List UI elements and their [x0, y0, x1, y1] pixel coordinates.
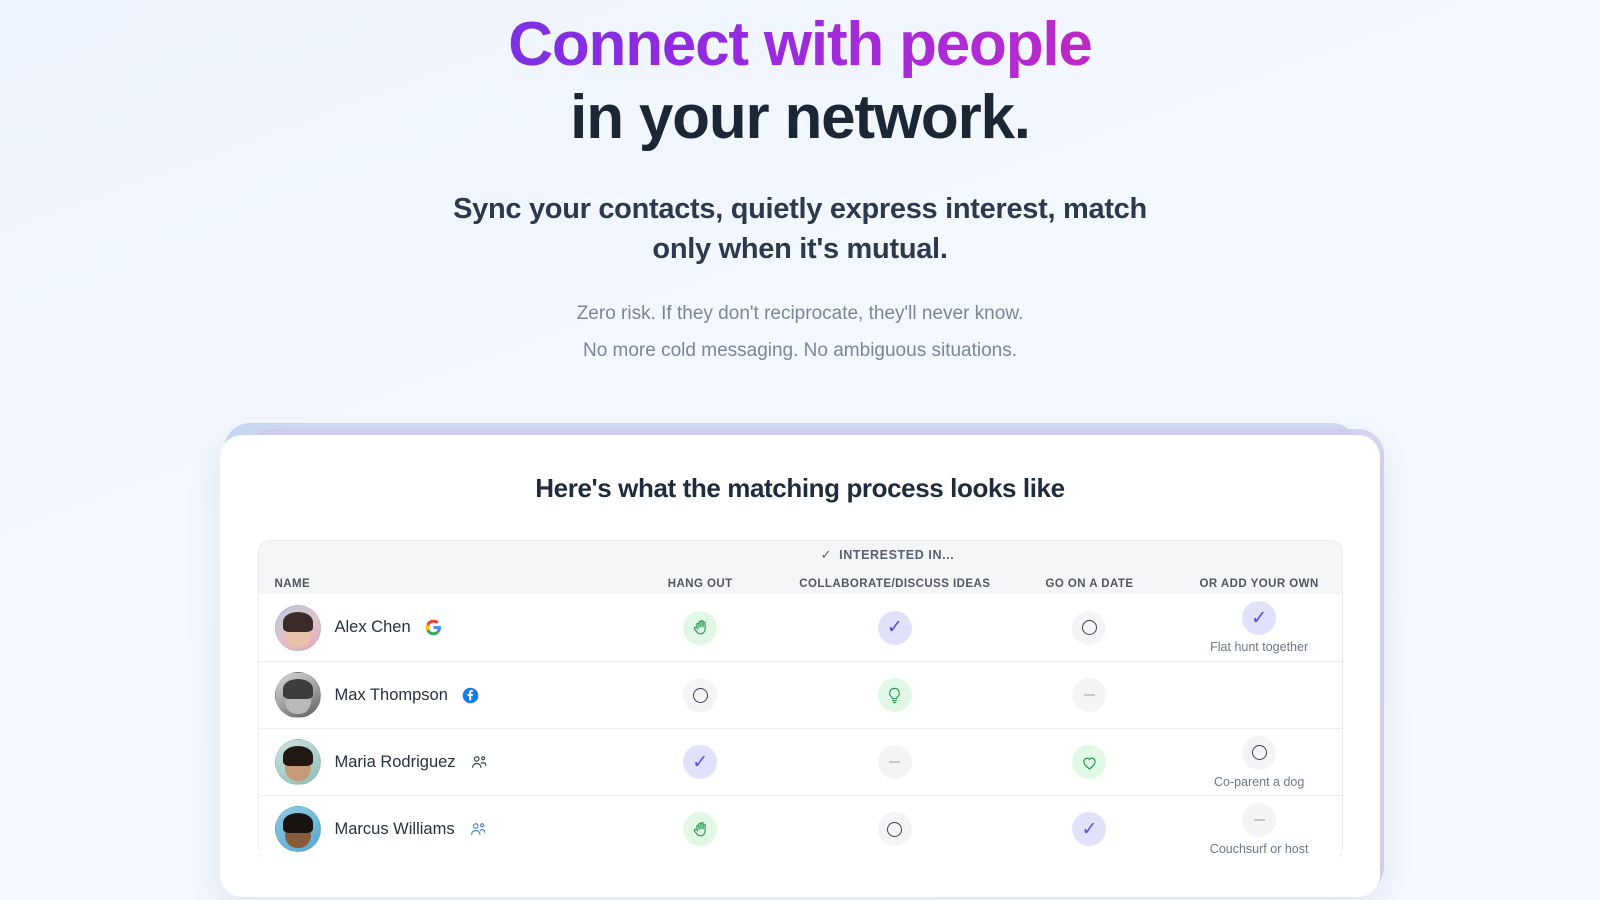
headline-dark-line: in your network. [570, 83, 1031, 153]
check-glyph: ✓ [886, 617, 903, 639]
subheadline-line-2: only when it's mutual. [652, 232, 948, 265]
avatar [274, 672, 321, 719]
go-on-a-date-cell[interactable] [1002, 610, 1177, 645]
collaborate-cell[interactable] [788, 812, 1003, 847]
go-on-a-date-cell[interactable]: ✓ [1002, 812, 1177, 847]
avatar-hair [282, 746, 313, 767]
avatar-hair [282, 813, 313, 834]
add-your-own-cell[interactable]: Co-parent a dog [1177, 735, 1342, 789]
matching-preview-card-stack: Here's what the matching process looks l… [220, 423, 1384, 898]
table-row[interactable]: Max Thompson [258, 661, 1342, 729]
subheadline: Sync your contacts, quietly express inte… [0, 190, 1600, 269]
headline-gradient-line: Connect with people [0, 8, 1600, 81]
empty-marker [1242, 678, 1276, 712]
check-glyph: ✓ [1251, 607, 1268, 629]
circle-outline [1081, 620, 1097, 636]
table-group-header: ✓ INTERESTED IN... [258, 541, 1342, 569]
contacts-blue-icon [469, 820, 487, 838]
contact-name-cell: Marcus Williams [259, 806, 613, 853]
hang-out-cell[interactable] [613, 610, 788, 645]
dash-icon[interactable] [877, 745, 912, 780]
heart-icon[interactable] [1072, 745, 1107, 780]
avatar [274, 806, 321, 853]
google-icon [425, 619, 443, 637]
card-title: Here's what the matching process looks l… [535, 473, 1065, 504]
check-glyph: ✓ [1081, 818, 1098, 840]
empty-circle-icon[interactable] [1242, 735, 1277, 770]
add-your-own-cell[interactable]: ✓ Flat hunt together [1177, 601, 1342, 654]
table-column-headers: NAME HANG OUT COLLABORATE/DISCUSS IDEAS … [258, 568, 1342, 595]
column-header-name: NAME [274, 578, 311, 591]
contact-name: Alex Chen [334, 618, 411, 637]
custom-activity-label: Flat hunt together [1210, 640, 1309, 655]
hang-out-cell[interactable] [613, 812, 788, 847]
check-icon: ✓ [820, 546, 833, 562]
avatar-hair [282, 679, 313, 700]
circle-outline [887, 821, 903, 837]
table-row[interactable]: Alex Chen ✓ ✓ Flat hunt together [258, 594, 1342, 662]
check-glyph: ✓ [692, 751, 709, 773]
page-title: Connect with people in your network. [0, 8, 1600, 154]
column-header-collaborate: COLLABORATE/DISCUSS IDEAS [799, 578, 991, 591]
add-your-own-cell[interactable] [1177, 678, 1342, 712]
avatar-hair [282, 611, 313, 632]
column-header-date: GO ON A DATE [1045, 578, 1134, 591]
avatar [274, 739, 321, 786]
tagline: Zero risk. If they don't reciprocate, th… [0, 295, 1600, 369]
subheadline-line-1: Sync your contacts, quietly express inte… [453, 193, 1147, 226]
check-icon[interactable]: ✓ [1072, 812, 1107, 847]
check-icon[interactable]: ✓ [877, 610, 912, 645]
contact-name: Marcus Williams [334, 819, 455, 838]
tagline-line-1: Zero risk. If they don't reciprocate, th… [576, 303, 1024, 325]
lightbulb-icon[interactable] [877, 678, 912, 713]
wave-hand-icon[interactable] [683, 610, 718, 645]
interested-in-header: ✓ INTERESTED IN... [646, 547, 955, 563]
collaborate-cell[interactable]: ✓ [788, 610, 1003, 645]
column-header-own: OR ADD YOUR OWN [1199, 578, 1319, 591]
check-icon[interactable]: ✓ [683, 745, 718, 780]
facebook-icon [462, 686, 480, 704]
contact-name-cell: Max Thompson [259, 672, 613, 719]
hero-section: Connect with people in your network. Syn… [0, 0, 1600, 369]
custom-activity-label: Co-parent a dog [1213, 774, 1305, 789]
table-row[interactable]: Maria Rodriguez ✓ Co-parent a dog [258, 728, 1342, 796]
go-on-a-date-cell[interactable] [1002, 678, 1177, 713]
dash-glyph [1083, 694, 1095, 697]
table-row[interactable]: Marcus Williams ✓ Couchsurf or host [258, 795, 1342, 863]
column-header-hang-out: HANG OUT [667, 578, 733, 591]
check-icon[interactable]: ✓ [1242, 601, 1277, 636]
dash-icon[interactable] [1242, 802, 1277, 837]
custom-activity-label: Couchsurf or host [1209, 841, 1309, 856]
empty-circle-icon[interactable] [683, 678, 718, 713]
hang-out-cell[interactable]: ✓ [613, 745, 788, 780]
hang-out-cell[interactable] [613, 678, 788, 713]
avatar [274, 604, 321, 651]
collaborate-cell[interactable] [788, 678, 1003, 713]
circle-outline [692, 687, 708, 703]
circle-outline [1251, 745, 1267, 761]
contact-name-cell: Maria Rodriguez [259, 739, 613, 786]
contacts-icon [470, 753, 488, 771]
dash-glyph [889, 761, 901, 764]
collaborate-cell[interactable] [788, 745, 1003, 780]
tagline-line-2: No more cold messaging. No ambiguous sit… [582, 340, 1018, 362]
dash-glyph [1253, 818, 1265, 821]
contact-name: Max Thompson [334, 685, 448, 704]
interested-in-label: INTERESTED IN... [839, 547, 955, 562]
empty-circle-icon[interactable] [877, 812, 912, 847]
empty-circle-icon[interactable] [1072, 610, 1107, 645]
add-your-own-cell[interactable]: Couchsurf or host [1177, 802, 1342, 856]
wave-hand-icon[interactable] [683, 812, 718, 847]
contact-name: Maria Rodriguez [334, 752, 456, 771]
dash-icon[interactable] [1072, 678, 1107, 713]
go-on-a-date-cell[interactable] [1002, 745, 1177, 780]
matching-table: ✓ INTERESTED IN... NAME HANG OUT COLLABO… [257, 540, 1343, 863]
contact-name-cell: Alex Chen [259, 604, 613, 651]
matching-preview-card: Here's what the matching process looks l… [220, 435, 1380, 898]
